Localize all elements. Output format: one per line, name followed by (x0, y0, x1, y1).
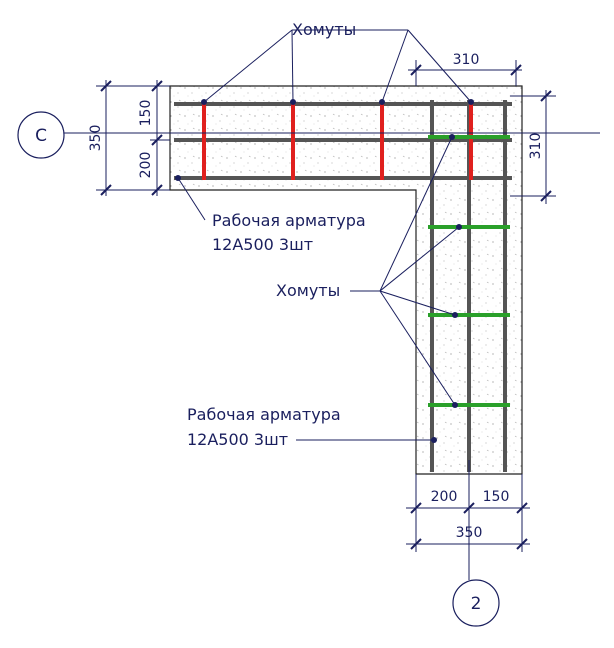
horizontal-rebars (174, 102, 512, 180)
dim-bottom-right: 150 (483, 489, 510, 505)
leader-stirrups-mid (350, 134, 462, 408)
dim-bottom-total-value: 350 (456, 525, 483, 541)
dim-left-total: 350 (88, 125, 104, 152)
dim-bottom-total: 350 (406, 525, 530, 550)
green-stirrups (428, 135, 510, 407)
label-rebar-bottom-1: Рабочая арматура (187, 405, 341, 424)
axis-c: С (17, 111, 600, 159)
axis-2: 2 (452, 460, 500, 627)
axis-2-bubble (452, 579, 500, 627)
label-rebar-bottom-2: 12А500 3шт (187, 430, 288, 449)
label-rebar-top-2: 12А500 3шт (212, 235, 313, 254)
axis-c-label: С (35, 126, 47, 146)
dim-bottom-left: 200 (431, 489, 458, 505)
leader-rebar (175, 175, 437, 443)
dim-left-bottom: 200 (138, 152, 154, 179)
dim-top: 310 (408, 52, 522, 86)
dim-right: 310 (510, 90, 556, 204)
dim-left-top: 150 (138, 100, 154, 127)
axis-2-label: 2 (471, 594, 482, 614)
label-stirrups-top: Хомуты (292, 20, 356, 39)
dim-bottom-row: 200 150 (406, 474, 530, 552)
dim-top-value: 310 (453, 52, 480, 68)
axis-c-bubble (17, 111, 65, 159)
label-rebar-top-1: Рабочая арматура (212, 211, 366, 230)
dim-right-value: 310 (528, 133, 544, 160)
dim-left: 350 150 200 (88, 80, 170, 196)
red-stirrups (202, 102, 473, 180)
label-stirrups-mid: Хомуты (276, 281, 340, 300)
leader-stirrups-top (201, 29, 474, 105)
